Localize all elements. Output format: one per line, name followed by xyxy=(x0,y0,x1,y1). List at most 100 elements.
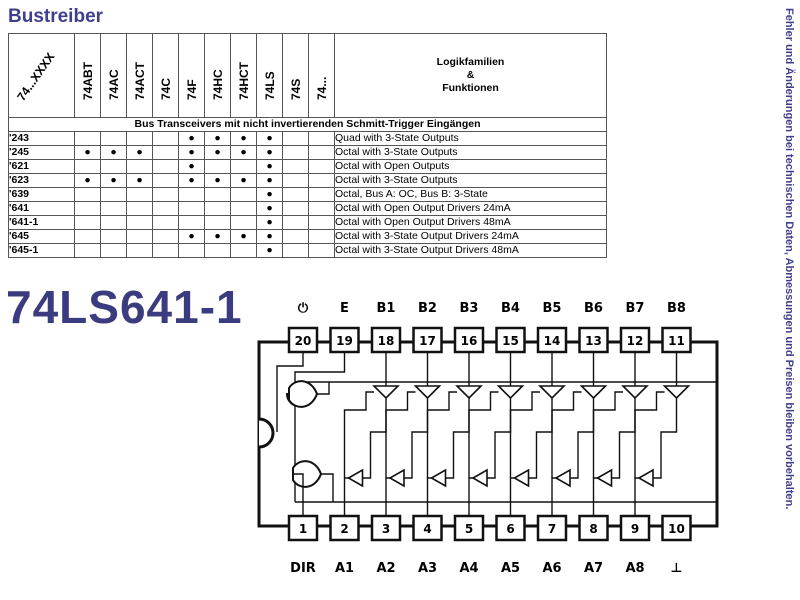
table-row: '641●Octal with Open Output Drivers 24mA xyxy=(8,201,607,216)
availability-dot: ● xyxy=(178,145,205,160)
buffer-symbol xyxy=(554,468,571,488)
part-code: '645-1 xyxy=(8,243,75,258)
buffer-symbol xyxy=(455,385,483,400)
availability-empty xyxy=(282,243,309,258)
wire xyxy=(293,473,304,516)
buffer-symbol xyxy=(662,385,691,400)
wire xyxy=(426,391,457,478)
pin-label: ⊥ xyxy=(671,561,683,576)
availability-empty xyxy=(100,201,127,216)
availability-dot: ● xyxy=(204,145,231,160)
pin-number: 10 xyxy=(668,522,685,536)
buffer-symbol xyxy=(496,385,525,400)
wire xyxy=(634,477,639,516)
availability-empty xyxy=(126,187,153,202)
availability-dot: ● xyxy=(204,173,231,188)
availability-empty xyxy=(152,131,179,146)
function-description: Octal with 3-State Outputs xyxy=(334,173,607,188)
availability-empty xyxy=(282,229,309,244)
wire xyxy=(468,391,499,478)
family-header: 74LS xyxy=(256,33,283,118)
family-label: 74C xyxy=(158,77,173,100)
pin-number: 12 xyxy=(627,334,644,348)
wire xyxy=(551,391,582,478)
ic-notch xyxy=(258,417,275,449)
availability-dot: ● xyxy=(256,159,283,174)
availability-dot: ● xyxy=(256,215,283,230)
availability-empty xyxy=(230,159,257,174)
part-code: '639 xyxy=(8,187,75,202)
wire xyxy=(551,477,556,516)
wire xyxy=(343,391,374,478)
family-header: 74C xyxy=(152,33,179,118)
family-label: 74... xyxy=(314,76,329,100)
wire xyxy=(592,391,623,478)
corner-label: 74...XXXX xyxy=(14,50,58,104)
table-row: '623●●●●●●●Octal with 3-State Outputs xyxy=(8,173,607,188)
pin-number: 5 xyxy=(465,522,473,536)
pin-label: E xyxy=(340,301,349,316)
pin-number: 3 xyxy=(382,522,390,536)
pin-label: B2 xyxy=(418,301,437,316)
availability-empty xyxy=(74,243,101,258)
buffer-symbol xyxy=(621,385,649,400)
wire xyxy=(294,352,346,502)
availability-empty xyxy=(308,173,335,188)
availability-dot: ● xyxy=(100,173,127,188)
availability-empty xyxy=(126,159,153,174)
section-title: Bus Transceivers mit nicht invertierende… xyxy=(8,117,607,132)
availability-dot: ● xyxy=(256,243,283,258)
availability-empty xyxy=(74,215,101,230)
availability-dot: ● xyxy=(256,131,283,146)
availability-empty xyxy=(308,159,335,174)
availability-empty xyxy=(308,131,335,146)
availability-empty xyxy=(126,215,153,230)
family-label: 74AC xyxy=(106,69,121,100)
pin-number: 1 xyxy=(299,522,307,536)
availability-dot: ● xyxy=(256,187,283,202)
function-description: Quad with 3-State Outputs xyxy=(334,131,607,146)
wire xyxy=(653,398,678,479)
availability-empty xyxy=(100,159,127,174)
family-header: 74F xyxy=(178,33,205,118)
family-header: 74AC xyxy=(100,33,127,118)
pin-number: 13 xyxy=(585,334,602,348)
wire xyxy=(592,477,598,516)
table-row: '641-1●Octal with Open Output Drivers 48… xyxy=(8,215,607,230)
pinout-diagram: 20⏻1DIR19E2A118B13A217B24A316B35A415B46A… xyxy=(257,301,719,576)
family-header: 74... xyxy=(308,33,335,118)
availability-empty xyxy=(152,201,179,216)
availability-dot: ● xyxy=(256,173,283,188)
wire xyxy=(509,477,515,516)
availability-dot: ● xyxy=(230,131,257,146)
family-header: 74ABT xyxy=(74,33,101,118)
availability-empty xyxy=(74,159,101,174)
pin-box xyxy=(370,514,402,542)
wire xyxy=(317,382,330,395)
family-header: 74HCT xyxy=(230,33,257,118)
availability-empty xyxy=(152,187,179,202)
part-code: '245 xyxy=(8,145,75,160)
pin-box xyxy=(661,326,692,354)
table-row: '639●Octal, Bus A: OC, Bus B: 3-State xyxy=(8,187,607,202)
availability-empty xyxy=(152,145,179,160)
availability-empty xyxy=(282,215,309,230)
function-description: Octal with 3-State Outputs xyxy=(334,145,607,160)
pin-label: A5 xyxy=(501,561,520,576)
pin-number: 19 xyxy=(336,334,353,348)
availability-empty xyxy=(152,243,179,258)
pin-label: B4 xyxy=(501,301,520,316)
table-row: '621●●Octal with Open Outputs xyxy=(8,159,607,174)
availability-empty xyxy=(230,187,257,202)
pin-number: 2 xyxy=(340,522,348,536)
pin-box xyxy=(287,514,319,542)
table-row: '245●●●●●●●Octal with 3-State Outputs xyxy=(8,145,607,160)
function-header-line: Funktionen xyxy=(442,82,499,94)
availability-empty xyxy=(126,229,153,244)
wire xyxy=(321,473,334,502)
function-header-line: & xyxy=(466,69,475,81)
availability-empty xyxy=(308,215,335,230)
function-header-line: Logikfamilien xyxy=(436,56,505,68)
control-gate xyxy=(288,380,319,408)
